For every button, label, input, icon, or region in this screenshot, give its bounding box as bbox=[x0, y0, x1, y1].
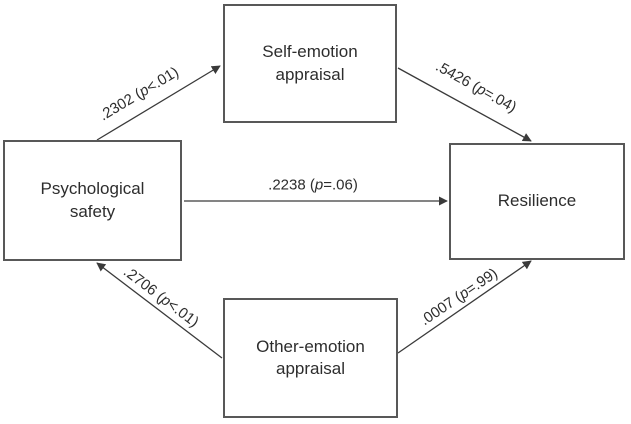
arrow-other-emotion-appraisal-to-psychological-safety bbox=[96, 262, 223, 359]
node-label-line: Resilience bbox=[497, 191, 577, 211]
arrow-psychological-safety-to-self-emotion-appraisal bbox=[96, 65, 221, 141]
node-label-line: appraisal bbox=[275, 64, 345, 84]
node-label-line: Other-emotion bbox=[256, 336, 365, 356]
p-symbol: p bbox=[314, 176, 324, 194]
node-self-emotion-appraisal: Self-emotion appraisal bbox=[223, 4, 397, 123]
arrow-self-emotion-appraisal-to-resilience bbox=[397, 67, 532, 142]
edge-label-ps-to-res: .2238 (p=.06) bbox=[268, 176, 358, 194]
node-psychological-safety: Psychological safety bbox=[3, 140, 182, 261]
node-label-line: Self-emotion bbox=[262, 42, 358, 62]
node-label-line: safety bbox=[69, 201, 116, 221]
arrow-other-emotion-appraisal-to-resilience bbox=[397, 260, 532, 354]
node-label-line: appraisal bbox=[276, 359, 345, 378]
node-label-line: Psychological bbox=[40, 179, 145, 199]
node-resilience: Resilience bbox=[449, 143, 625, 260]
node-other-emotion-appraisal: Other-emotion appraisal bbox=[223, 298, 398, 418]
